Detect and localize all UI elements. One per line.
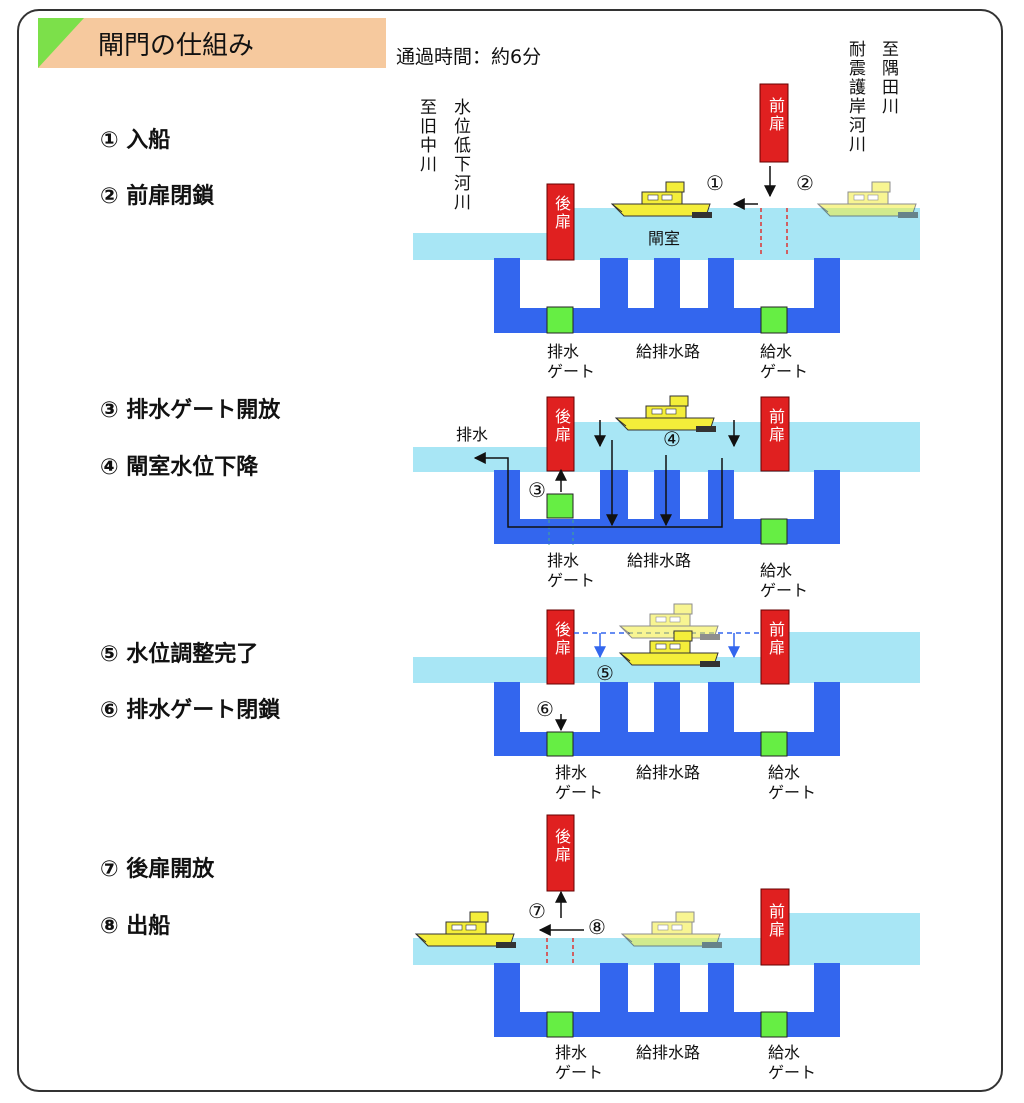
marker-2: ② — [796, 171, 814, 195]
rear-gate-label: 後扉 — [552, 408, 571, 444]
header-bar — [38, 18, 386, 68]
step-6: ⑥ 排水ゲート閉鎖 — [100, 698, 281, 723]
drain-label: 排水 — [456, 425, 488, 444]
drain-gate-label: 排水ゲート — [547, 551, 595, 590]
marker-7: ⑦ — [528, 899, 546, 923]
feed-gate-label: 給水ゲート — [768, 763, 816, 802]
rear-gate-label: 後扉 — [552, 195, 571, 231]
step-8: ⑧ 出船 — [100, 914, 171, 939]
marker-5: ⑤ — [596, 661, 614, 685]
header-accent — [38, 18, 84, 68]
front-gate-label: 前扉 — [766, 903, 785, 939]
drain-gate-label: 排水ゲート — [547, 342, 595, 381]
step-1: ① 入船 — [100, 128, 171, 153]
step-5: ⑤ 水位調整完了 — [100, 642, 259, 667]
drain-gate-label: 排水ゲート — [555, 763, 603, 802]
marker-8: ⑧ — [588, 915, 606, 939]
stage-1: ① ② 閘室 排水ゲート 給排水路 給水ゲート — [413, 83, 920, 381]
rear-gate-label: 後扉 — [552, 621, 571, 657]
rear-gate-label: 後扉 — [552, 828, 571, 864]
step-7: ⑦ 後扉開放 — [100, 857, 215, 882]
step-2: ② 前扉閉鎖 — [100, 184, 215, 209]
transit-time: 通過時間：約6分 — [396, 46, 542, 68]
direction-left-a: 至旧中川 — [416, 98, 436, 174]
channel-label: 給排水路 — [627, 551, 691, 570]
front-gate-label: 前扉 — [766, 621, 785, 657]
stage-3: ⑤ ⑥ 排水ゲート 給排水路 給水ゲート — [413, 604, 920, 802]
channel-label: 給排水路 — [636, 1043, 700, 1062]
channel-label: 給排水路 — [636, 763, 700, 782]
feed-gate-label: 給水ゲート — [768, 1043, 816, 1082]
marker-1: ① — [706, 171, 724, 195]
diagram-frame — [17, 9, 1003, 1092]
header: 閘門の仕組み — [38, 18, 386, 68]
direction-right-b: 至隅田川 — [878, 40, 898, 116]
step-3: ③ 排水ゲート開放 — [100, 398, 281, 423]
direction-right-a: 耐震護岸河川 — [845, 40, 865, 154]
front-gate-label: 前扉 — [766, 408, 785, 444]
feed-gate-label: 給水ゲート — [760, 342, 808, 381]
lock-chamber-label: 閘室 — [648, 229, 680, 248]
marker-4: ④ — [663, 427, 681, 451]
stage-2: ③ ④ 排水 排水ゲート 給排水路 給水ゲート — [413, 395, 920, 600]
marker-3: ③ — [528, 478, 546, 502]
drain-gate-label: 排水ゲート — [555, 1043, 603, 1082]
page-title: 閘門の仕組み — [98, 31, 255, 61]
direction-left-b: 水位低下河川 — [450, 98, 470, 212]
feed-gate-label: 給水ゲート — [760, 561, 808, 600]
step-4: ④ 閘室水位下降 — [100, 455, 259, 480]
channel-label: 給排水路 — [636, 342, 700, 361]
front-gate-label: 前扉 — [766, 97, 785, 133]
stage-4: ⑦ ⑧ 排水ゲート 給排水路 給水ゲート — [413, 814, 920, 1082]
marker-6: ⑥ — [536, 697, 554, 721]
